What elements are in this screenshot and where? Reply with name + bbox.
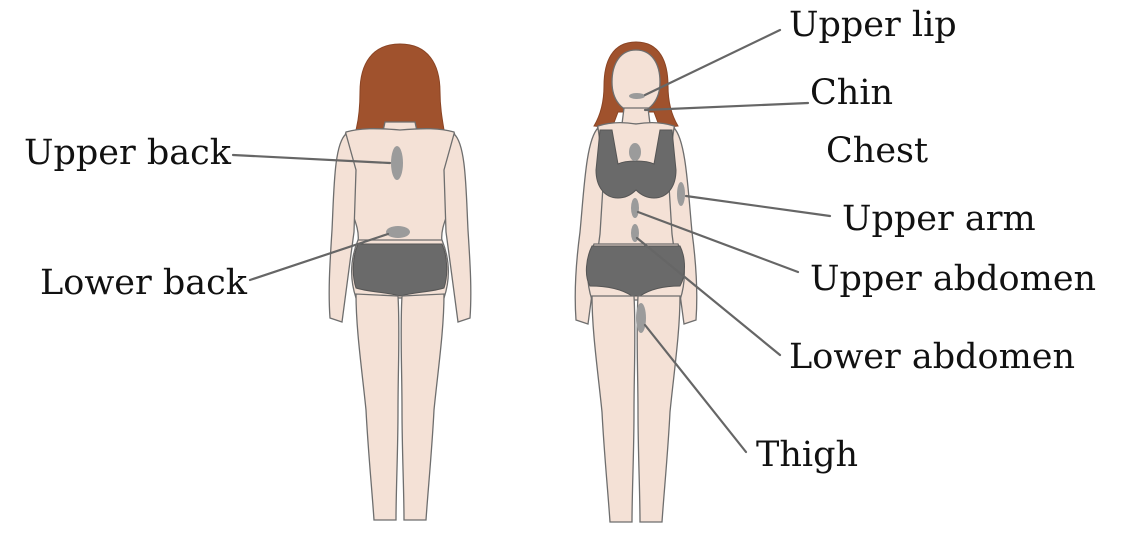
back-view-figure (329, 44, 471, 520)
label-thigh: Thigh (756, 438, 858, 473)
front-face (612, 50, 660, 112)
back-underwear (353, 244, 447, 296)
front-view-figure (575, 42, 697, 522)
lower-back-spot (386, 226, 410, 238)
upper-arm-spot (677, 182, 685, 206)
upper-abdomen-spot (631, 198, 639, 218)
back-right-arm (444, 134, 471, 322)
back-left-leg (356, 294, 399, 520)
label-upper-arm: Upper arm (842, 202, 1036, 237)
upper-lip-spot (629, 93, 645, 99)
leader-lines (233, 30, 830, 452)
back-hair (356, 44, 444, 130)
thigh-spot (636, 303, 646, 333)
label-upper-back: Upper back (24, 136, 231, 171)
upper-back-spot (391, 146, 403, 180)
chest-spot (629, 143, 641, 161)
front-left-leg (592, 296, 635, 522)
label-lower-abdomen: Lower abdomen (789, 340, 1075, 375)
back-torso (342, 129, 457, 242)
back-right-leg (401, 294, 444, 520)
label-chin: Chin (810, 76, 893, 111)
label-lower-back: Lower back (40, 266, 247, 301)
label-upper-abdomen: Upper abdomen (810, 262, 1096, 297)
back-left-arm (329, 134, 356, 322)
upper-arm-leader (686, 196, 830, 216)
label-upper-lip: Upper lip (789, 8, 957, 43)
upper-lip-leader (645, 30, 780, 95)
label-chest: Chest (826, 134, 928, 169)
